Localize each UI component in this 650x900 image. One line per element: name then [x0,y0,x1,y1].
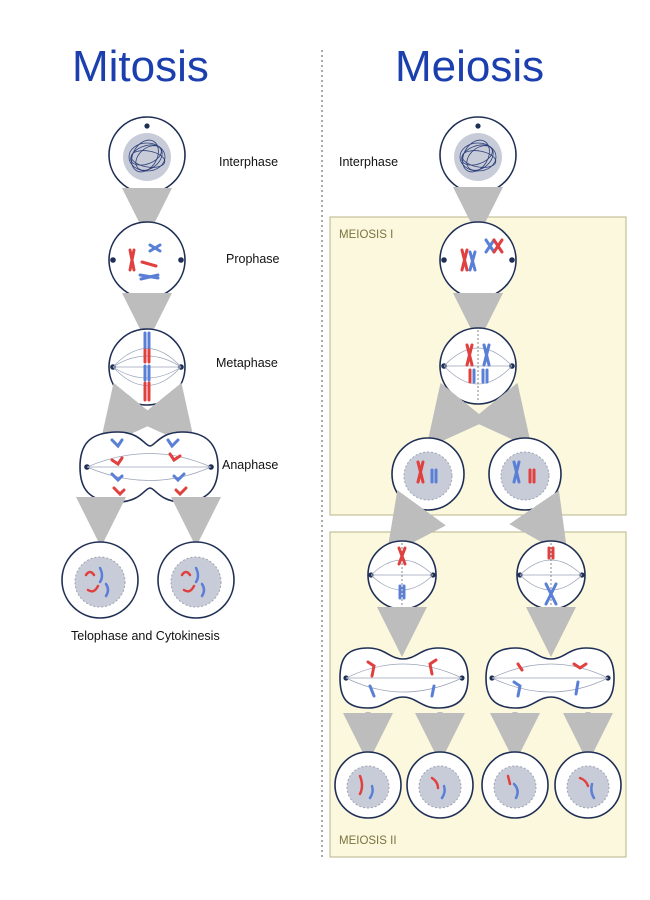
meiosis-2-anaphase-right [485,647,615,709]
meiosis-2-metaphase-left [367,540,437,610]
arrow [470,382,532,449]
gamete-cell-3 [481,751,549,819]
mitosis-daughter-cell-right [157,541,235,619]
label-interphase-mitosis: Interphase [219,155,279,169]
arrow [426,382,488,449]
label-telophase: Telophase and Cytokinesis [71,629,220,643]
arrow [134,382,196,449]
meiosis-prophase-1-cell [439,221,517,299]
label-anaphase: Anaphase [222,458,279,472]
meiosis-interphase-cell [439,116,517,194]
arrow [386,490,446,557]
meiosis-1-label: MEIOSIS I [339,229,394,241]
label-metaphase: Metaphase [216,356,278,370]
meiosis-title: Meiosis [395,42,545,91]
label-prophase: Prophase [226,252,280,266]
meiosis-2-metaphase-right [516,540,586,610]
mitosis-anaphase-cell [79,431,219,503]
mitosis-daughter-cell-left [61,541,139,619]
gamete-cell-2 [406,751,474,819]
label-interphase-meiosis: Interphase [339,155,399,169]
gamete-cell-4 [554,751,622,819]
mitosis-metaphase-cell [108,328,186,406]
arrow [509,490,568,557]
mitosis-interphase-cell [108,116,186,194]
meiosis-1-daughter-left [391,437,465,511]
meiosis-2-anaphase-left [339,647,469,709]
mitosis-title: Mitosis [72,42,209,91]
mitosis-prophase-cell [108,221,186,299]
meiosis-1-daughter-right [488,437,562,511]
meiosis-metaphase-1-cell [439,327,517,405]
arrow [99,382,161,449]
meiosis-2-label: MEIOSIS II [339,835,397,847]
gamete-cell-1 [334,751,402,819]
